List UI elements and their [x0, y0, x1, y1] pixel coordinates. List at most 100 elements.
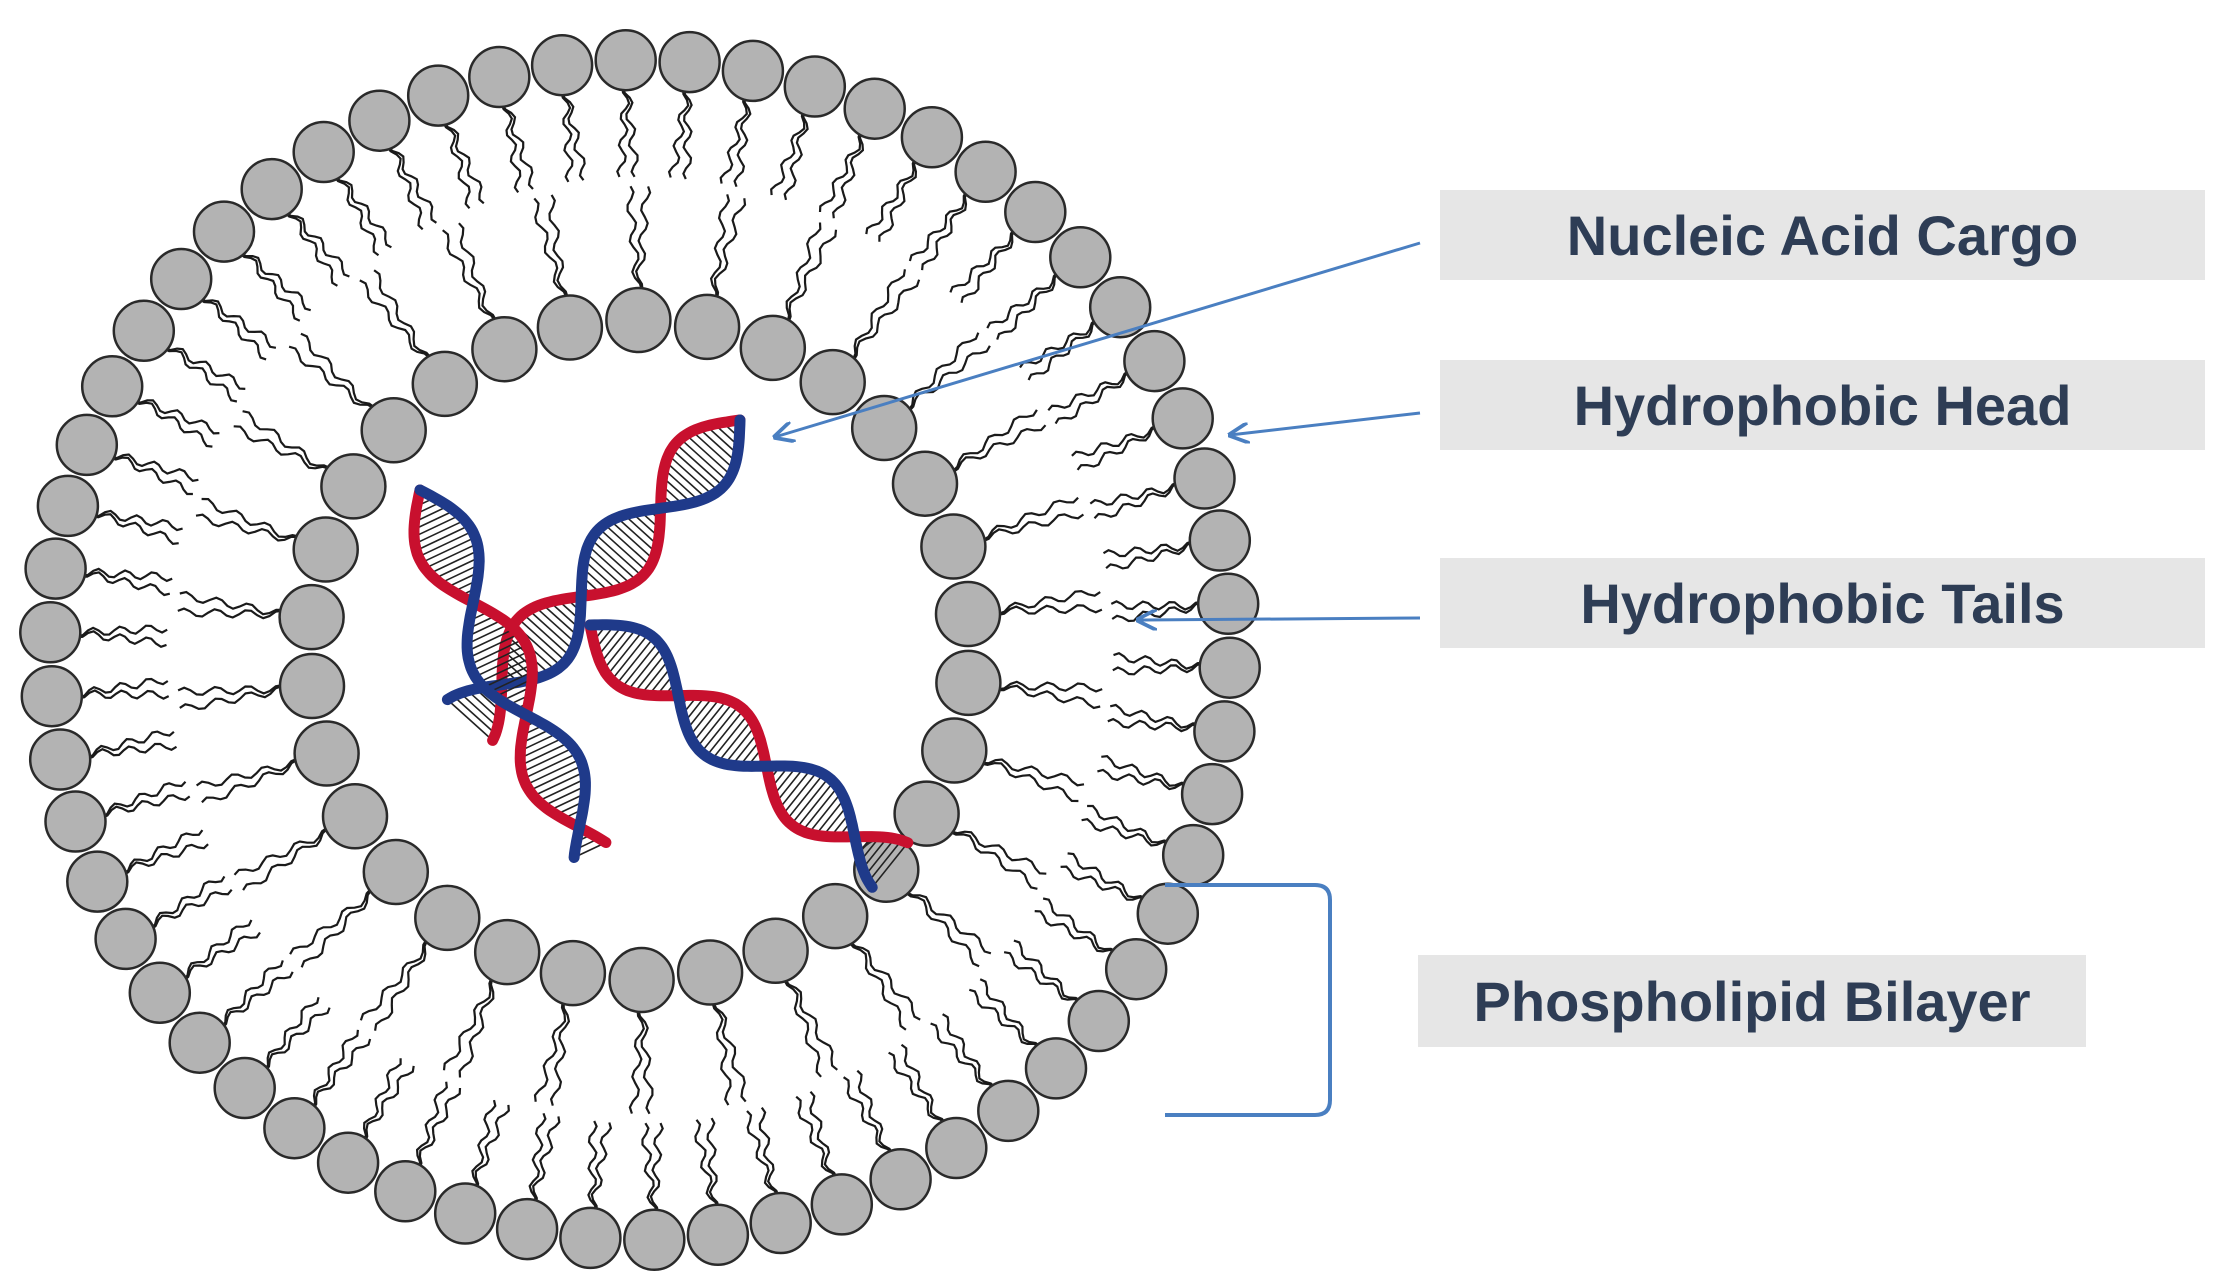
base-pair	[711, 713, 749, 761]
lipid-tail	[71, 630, 167, 649]
lipid-tail	[470, 1099, 497, 1194]
base-pair	[675, 443, 724, 487]
lipid-tail	[548, 194, 569, 305]
lipid-tail	[1097, 768, 1192, 791]
phospholipid-head-icon	[1151, 387, 1214, 450]
base-pair	[696, 701, 734, 749]
lipid-tail	[1113, 651, 1209, 670]
lipid-tail	[667, 83, 690, 178]
lipid-tail	[300, 887, 379, 968]
phospholipid-head-icon	[471, 315, 538, 383]
lipid-tail	[197, 292, 277, 349]
lipid-tail	[846, 279, 921, 364]
lipid-tail	[968, 988, 1042, 1054]
lipid-tail	[921, 188, 974, 271]
base-pair	[583, 559, 618, 591]
lipid-tail	[975, 513, 1085, 543]
lipid-tail	[233, 826, 335, 876]
base-pair	[452, 695, 497, 735]
base-pair	[587, 545, 632, 585]
lipid-tail	[782, 972, 822, 1078]
lipid-tail	[903, 885, 980, 968]
base-pair	[543, 785, 586, 807]
lipid-tail	[781, 222, 822, 327]
phospholipid-head-icon	[608, 946, 675, 1014]
lipid-tail	[587, 1120, 598, 1217]
phospholipid-head-icon	[213, 1056, 276, 1120]
lipid-tail	[711, 198, 747, 305]
phospholipid-head-icon	[843, 77, 906, 140]
lipid-tail	[976, 496, 1079, 542]
cargo-arrow	[775, 241, 1421, 437]
phospholipid-head-icon	[1024, 1037, 1088, 1100]
lipid-tail	[442, 115, 471, 210]
lipid-tail	[71, 624, 168, 638]
phospholipid-head-icon	[468, 45, 531, 109]
lipid-tail	[1109, 703, 1204, 730]
lipid-tail	[709, 194, 731, 305]
phospholipid-head-icon	[1049, 226, 1112, 289]
base-pair	[626, 646, 664, 692]
phospholipid-head-icon	[1067, 989, 1131, 1053]
phospholipid-head-icon	[44, 790, 107, 853]
lipid-tail	[201, 758, 304, 804]
phospholipid-head-icon	[168, 1011, 231, 1074]
phospholipid-head-icon	[869, 1148, 932, 1211]
lipid-tail	[865, 155, 922, 235]
lipid-tail	[784, 972, 838, 1071]
lipid-tail	[783, 106, 810, 201]
base-pair	[413, 514, 461, 538]
lipid-tail	[1019, 318, 1103, 369]
phospholipid-head-icon	[316, 1131, 380, 1194]
lipid-tail	[930, 1022, 996, 1094]
base-pair	[471, 644, 527, 672]
lipid-tail	[386, 140, 424, 231]
phospholipid-head-icon	[676, 939, 744, 1006]
lipid-tail	[216, 971, 294, 1030]
base-pair	[724, 725, 756, 765]
phospholipid-head-icon	[263, 1096, 326, 1160]
base-pair	[700, 705, 740, 753]
lipid-tail	[945, 409, 1038, 473]
lipid-tail	[1013, 939, 1083, 1008]
base-pair	[679, 438, 729, 482]
phospholipid-head-icon	[362, 838, 430, 906]
lipid-tail	[560, 86, 574, 183]
base-pair	[598, 528, 648, 572]
lipid-tail	[1101, 754, 1192, 790]
base-pair	[691, 430, 735, 470]
phospholipid-head-icon	[1188, 509, 1252, 572]
lipid-tail	[590, 1122, 613, 1217]
lipid-tail	[195, 513, 304, 543]
phospholipid-heads	[19, 28, 1261, 1272]
head-arrow	[1230, 411, 1421, 435]
lipid-tail	[144, 875, 226, 930]
lipid-tail	[1102, 540, 1199, 558]
lipid-tail	[201, 497, 304, 543]
bilayer-bracket	[1165, 883, 1332, 1117]
base-pair	[686, 696, 714, 730]
base-pair	[801, 786, 839, 832]
lipid-tail	[117, 829, 204, 875]
phospholipid-head-icon	[94, 907, 157, 971]
lipid-tail	[288, 345, 377, 415]
lipid-tail	[1042, 897, 1119, 958]
lipid-tail	[359, 279, 432, 365]
base-pair	[692, 699, 728, 743]
lipid-tail	[960, 227, 1021, 304]
phospholipid-head-icon	[80, 355, 144, 418]
lipid-tail	[1087, 804, 1174, 848]
nucleic-acid-cargo	[408, 414, 914, 893]
base-pair	[439, 564, 480, 584]
lipid-tail	[949, 227, 1021, 293]
lipid-tail	[991, 589, 1101, 615]
lipid-tail	[635, 186, 652, 297]
phospholipid-head-icon	[411, 350, 479, 418]
base-pair	[864, 838, 896, 876]
lipid-tail	[259, 1007, 331, 1073]
base-pair	[665, 461, 707, 499]
base-pair	[795, 781, 835, 829]
lipid-tail	[712, 995, 747, 1103]
lipid-tail	[549, 995, 571, 1106]
lipid-tail	[1060, 865, 1150, 905]
